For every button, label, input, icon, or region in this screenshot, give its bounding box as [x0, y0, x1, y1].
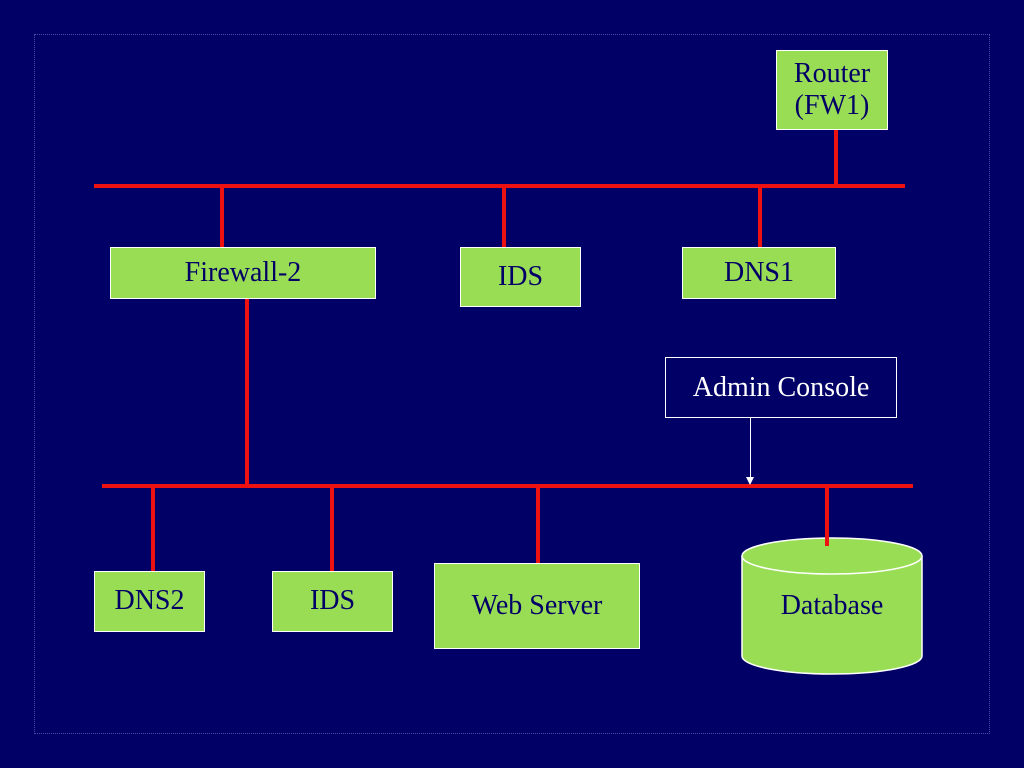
- router-link: [834, 128, 838, 186]
- dns2-node: DNS2: [94, 571, 205, 632]
- firewall2-top-link: [220, 186, 224, 248]
- web-server-link: [536, 486, 540, 564]
- slide-frame: [34, 34, 990, 734]
- admin-console-connector: [750, 418, 751, 478]
- admin-console-node: Admin Console: [665, 357, 897, 418]
- database-link-top: [825, 486, 829, 546]
- router-fw1-node: Router (FW1): [776, 50, 888, 130]
- firewall2-bottom-link: [245, 298, 249, 488]
- firewall2-label: Firewall-2: [184, 256, 302, 288]
- ids-bottom-node: IDS: [272, 571, 393, 632]
- dns1-label: DNS1: [723, 256, 794, 288]
- top-network-bus: [94, 184, 905, 188]
- web-server-node: Web Server: [434, 563, 640, 649]
- ids-top-node: IDS: [460, 247, 581, 307]
- dns1-link: [758, 186, 762, 248]
- dns2-label: DNS2: [114, 585, 185, 617]
- bottom-network-bus: [102, 484, 913, 488]
- admin-console-arrowhead: [746, 477, 754, 485]
- ids-bottom-label: IDS: [309, 585, 356, 617]
- ids-top-label: IDS: [497, 260, 544, 292]
- dns2-link: [151, 486, 155, 572]
- ids-top-link: [502, 186, 506, 248]
- router-label-line1: Router: [793, 57, 871, 89]
- dns1-node: DNS1: [682, 247, 836, 299]
- firewall2-node: Firewall-2: [110, 247, 376, 299]
- database-cylinder: [741, 537, 923, 675]
- ids-bottom-link: [330, 486, 334, 572]
- database-label: Database: [780, 590, 884, 621]
- web-server-label: Web Server: [471, 589, 603, 621]
- router-label-line2: (FW1): [794, 90, 870, 121]
- admin-console-label: Admin Console: [692, 371, 870, 403]
